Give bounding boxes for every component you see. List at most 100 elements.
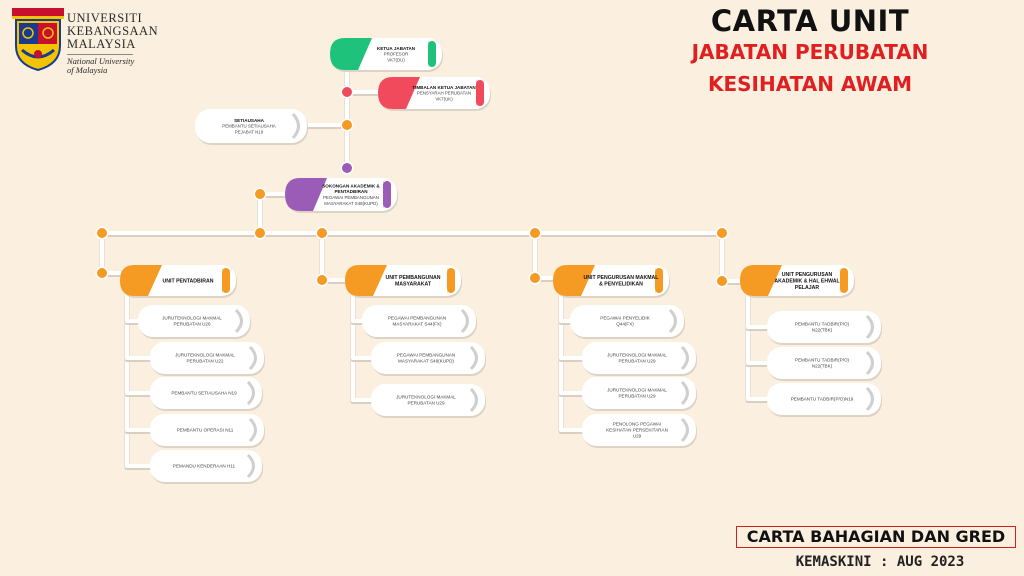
card-text: PEGAWAI PEMBANGUNAN — [397, 353, 455, 358]
card-body — [767, 383, 881, 415]
card-body — [371, 384, 485, 416]
card-cap — [469, 345, 478, 371]
university-divider — [67, 54, 133, 55]
university-name: UNIVERSITI KEBANGSAAN MALAYSIA — [67, 12, 158, 51]
card-text: JURUTEKNOLOGI MAKMAL — [162, 316, 222, 321]
card-text: MASYARAKAT S44(FX) — [392, 322, 441, 327]
card-body — [150, 450, 262, 482]
card-title: MASYARAKAT — [395, 282, 432, 288]
card-cap — [680, 417, 689, 443]
unit-item: PEMBANTU TADBIR(P/O)N19 — [767, 383, 882, 417]
updated-date: KEMASKINI : AUG 2023 — [795, 554, 965, 570]
card-cap-bar — [655, 268, 663, 293]
card-text: N22(TBK) — [812, 364, 833, 369]
card-cap-bar — [476, 80, 484, 106]
university-en-line: of Malaysia — [67, 64, 108, 75]
card-text: U29 — [633, 434, 642, 439]
card-title: UNIT PENGURUSAN — [782, 272, 833, 278]
card-text: PEMBANTU TADBIR(P/O)N19 — [791, 397, 854, 402]
connector-dot — [342, 163, 352, 173]
card-cap — [248, 345, 257, 371]
unit-item: PEMANDU KENDERAAN H11 — [150, 450, 263, 484]
university-en-line: National University — [67, 56, 135, 66]
card-accent — [740, 265, 782, 296]
card-title: UNIT PEMBANGUNAN — [385, 275, 440, 281]
unit-item: PEMBANTU TADBIR(P/O)N22(TBK) — [767, 311, 882, 345]
card-title: & PENYELIDIKAN — [599, 282, 643, 288]
card-text: PEMBANTU TADBIR(P/O) — [795, 358, 850, 363]
page-subtitle-1: JABATAN PERUBATAN — [691, 40, 929, 64]
card-accent — [285, 178, 327, 211]
card-accent — [378, 77, 420, 109]
card-text: PEMBANTU SETIAUSAHA — [222, 124, 276, 129]
card-text: MASYARAKAT S48(KUPD) — [398, 359, 454, 364]
connector-dot — [530, 228, 540, 238]
card-cap-bar — [840, 268, 848, 293]
connector-dots — [95, 85, 729, 288]
connector-lines — [99, 52, 770, 470]
ukm-crest-icon — [12, 8, 64, 72]
card-title: UNIT PENTADBIRAN — [163, 278, 214, 284]
page-subtitle-2: KESIHATAN AWAM — [707, 72, 913, 96]
connector-dot — [317, 275, 327, 285]
card-accent — [330, 38, 372, 70]
university-name-english: National University of Malaysia — [67, 57, 134, 74]
connector-dot — [342, 87, 352, 97]
connector-dot — [255, 228, 265, 238]
card-text: PEMANDU KENDERAAN H11 — [173, 464, 236, 469]
card-title: PENTADBIRAN — [334, 189, 368, 194]
card-title: AKADEMIK & HAL EHWAL — [774, 278, 840, 284]
university-line: UNIVERSITI — [67, 11, 143, 25]
page-title: CARTA UNIT — [710, 4, 910, 38]
card-text: PENSYARAH PERUBATAN — [417, 91, 471, 96]
card-text: JURUTEKNOLOGI MAKMAL — [607, 388, 667, 393]
connector-dot — [717, 228, 727, 238]
unit-item: PEMBANTU OPERASI N11 — [150, 414, 265, 448]
card-cap — [865, 386, 874, 412]
card-cap-bar — [428, 41, 436, 67]
university-line: KEBANGSAAN — [67, 24, 159, 38]
card-title: KETUA JABATAN — [377, 46, 416, 51]
unit-item: PEMBANTU SETIAUSAHA N19 — [150, 377, 263, 411]
card-text: N22(TBK) — [812, 328, 833, 333]
card-text: PERUBATAN U29 — [618, 359, 656, 364]
card-title: SOKONGAN AKADEMIK & — [322, 183, 380, 188]
card-text: JURUTEKNOLOGI MAKMAL — [175, 353, 235, 358]
connector-dot — [97, 228, 107, 238]
card-cap-bar — [383, 181, 391, 208]
card-cap-bar — [447, 268, 455, 293]
card-text: KESIHATAN PERSEKITARAN — [606, 428, 668, 433]
connector-dot — [342, 120, 352, 130]
university-line: MALAYSIA — [67, 37, 136, 51]
card-accent — [345, 265, 387, 296]
card-title: UNIT PENGURUSAN MAKMAL — [584, 275, 660, 281]
card-text: PEGAWAI PENYELIDIK — [600, 316, 650, 321]
card-body — [582, 342, 696, 374]
connector-dot — [530, 273, 540, 283]
unit-makmal: UNIT PENGURUSAN MAKMAL& PENYELIDIKAN — [553, 265, 670, 298]
card-text: VK7(UK) — [435, 97, 453, 102]
card-body — [582, 414, 696, 446]
card-text: PERUBATAN U22 — [186, 359, 224, 364]
card-text: PEMBANTU SETIAUSAHA N19 — [171, 391, 237, 396]
unit-pentadbiran: UNIT PENTADBIRAN — [120, 265, 237, 298]
connector-dot — [717, 276, 727, 286]
ukm-logo — [10, 6, 150, 76]
card-cap — [668, 308, 677, 334]
card-body — [767, 311, 881, 343]
card-text: PROFESOR — [384, 52, 409, 57]
card-title: TIMBALAN KETUA JABATAN — [412, 85, 476, 90]
connector-dot — [255, 189, 265, 199]
card-body — [767, 347, 881, 379]
